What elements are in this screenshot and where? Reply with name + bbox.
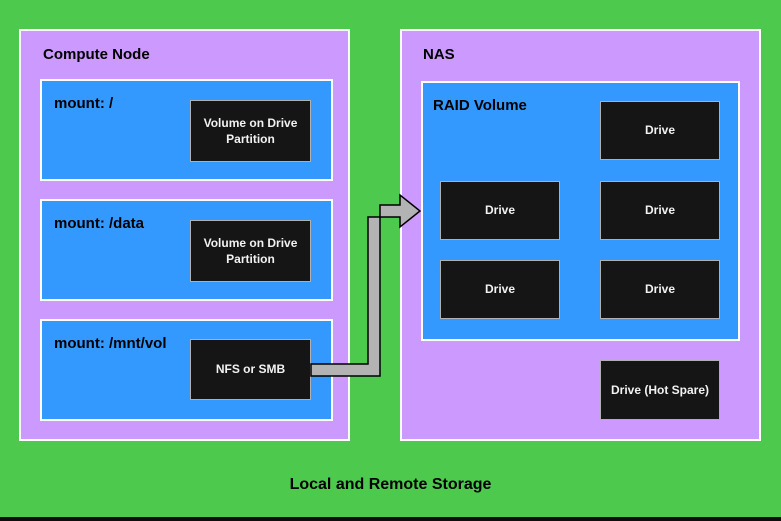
hot-spare-drive-box: Drive (Hot Spare) xyxy=(600,360,720,420)
compute-node-title: Compute Node xyxy=(43,46,150,63)
drive-box: Drive xyxy=(600,101,720,160)
compute-node-panel: Compute Node mount: / Volume on Drive Pa… xyxy=(19,29,350,441)
volume-on-drive-partition-box: Volume on Drive Partition xyxy=(190,220,311,282)
diagram-caption: Local and Remote Storage xyxy=(289,476,492,493)
nas-panel: NAS RAID Volume Drive Drive Drive Drive … xyxy=(400,29,761,441)
mount-data-box: mount: /data Volume on Drive Partition xyxy=(40,199,333,301)
drive-box: Drive xyxy=(440,260,560,319)
drive-box: Drive xyxy=(440,181,560,240)
mount-root-box: mount: / Volume on Drive Partition xyxy=(40,79,333,181)
bottom-edge-bar xyxy=(0,517,781,521)
volume-on-drive-partition-box: Volume on Drive Partition xyxy=(190,100,311,162)
nfs-or-smb-box: NFS or SMB xyxy=(190,339,311,400)
mount-mnt-vol-box: mount: /mnt/vol NFS or SMB xyxy=(40,319,333,421)
drive-box: Drive xyxy=(600,181,720,240)
nas-title: NAS xyxy=(423,46,455,63)
mount-root-label: mount: / xyxy=(54,95,114,112)
raid-volume-box: RAID Volume Drive Drive Drive Drive Driv… xyxy=(421,81,740,341)
mount-data-label: mount: /data xyxy=(54,215,144,232)
raid-volume-title: RAID Volume xyxy=(433,97,527,114)
drive-box: Drive xyxy=(600,260,720,319)
mount-mnt-vol-label: mount: /mnt/vol xyxy=(54,335,167,352)
